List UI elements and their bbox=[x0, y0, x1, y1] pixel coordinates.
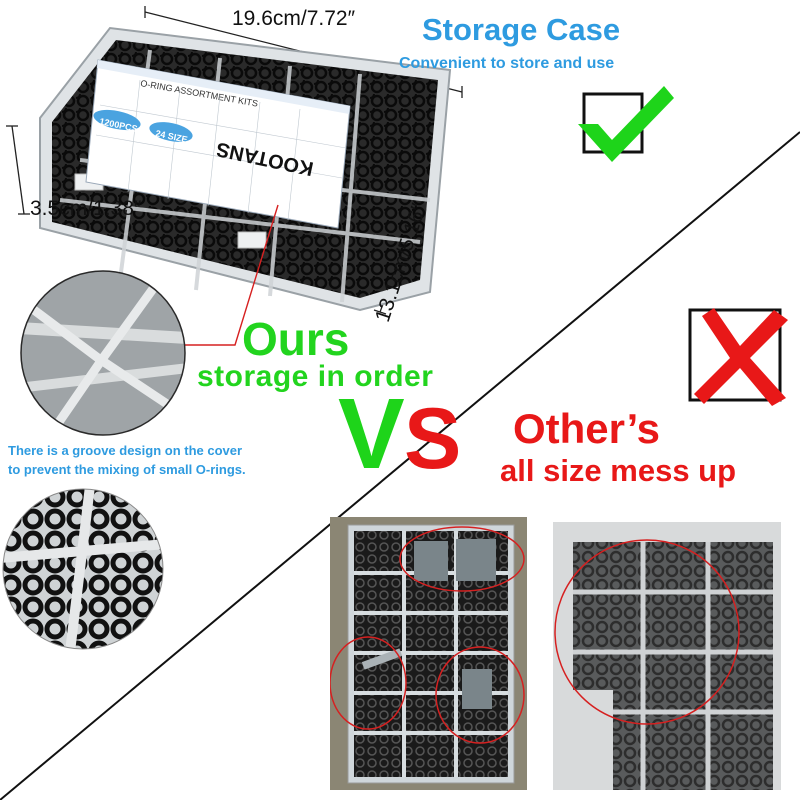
checkmark-icon bbox=[578, 86, 674, 162]
height-dimension-label: 3.5cm/1.38″ bbox=[30, 197, 142, 220]
cross-icon bbox=[688, 308, 788, 406]
width-dimension-label: 19.6cm/7.72″ bbox=[232, 7, 356, 30]
ours-title: Ours bbox=[242, 313, 350, 365]
competitor-photo-2-art bbox=[553, 522, 781, 790]
groove-note-line-1: There is a groove design on the cover bbox=[8, 443, 243, 458]
competitor-photo-1-art bbox=[330, 524, 525, 784]
vs-letter-s: S bbox=[404, 391, 462, 487]
storage-box-image: O-RING ASSORTMENT KITS 1200PCS 24 SIZE K… bbox=[39, 26, 452, 312]
count-badge bbox=[93, 109, 141, 131]
others-subtitle: all size mess up bbox=[500, 453, 737, 488]
size-badge bbox=[149, 122, 193, 142]
storage-case-title: Storage Case bbox=[422, 12, 621, 47]
rings-closeup-image bbox=[2, 488, 164, 650]
groove-note: There is a groove design on the cover to… bbox=[8, 442, 246, 480]
storage-case-subtitle: Convenient to store and use bbox=[399, 55, 615, 72]
groove-closeup-image bbox=[20, 270, 186, 436]
competitor-photo-1 bbox=[330, 517, 527, 790]
competitor-photo-2 bbox=[553, 522, 781, 790]
groove-note-line-2: to prevent the mixing of small O-rings. bbox=[8, 461, 246, 477]
vs-letter-v: V bbox=[338, 378, 405, 490]
ours-subtitle: storage in order bbox=[197, 360, 434, 393]
others-title: Other’s bbox=[513, 405, 661, 452]
